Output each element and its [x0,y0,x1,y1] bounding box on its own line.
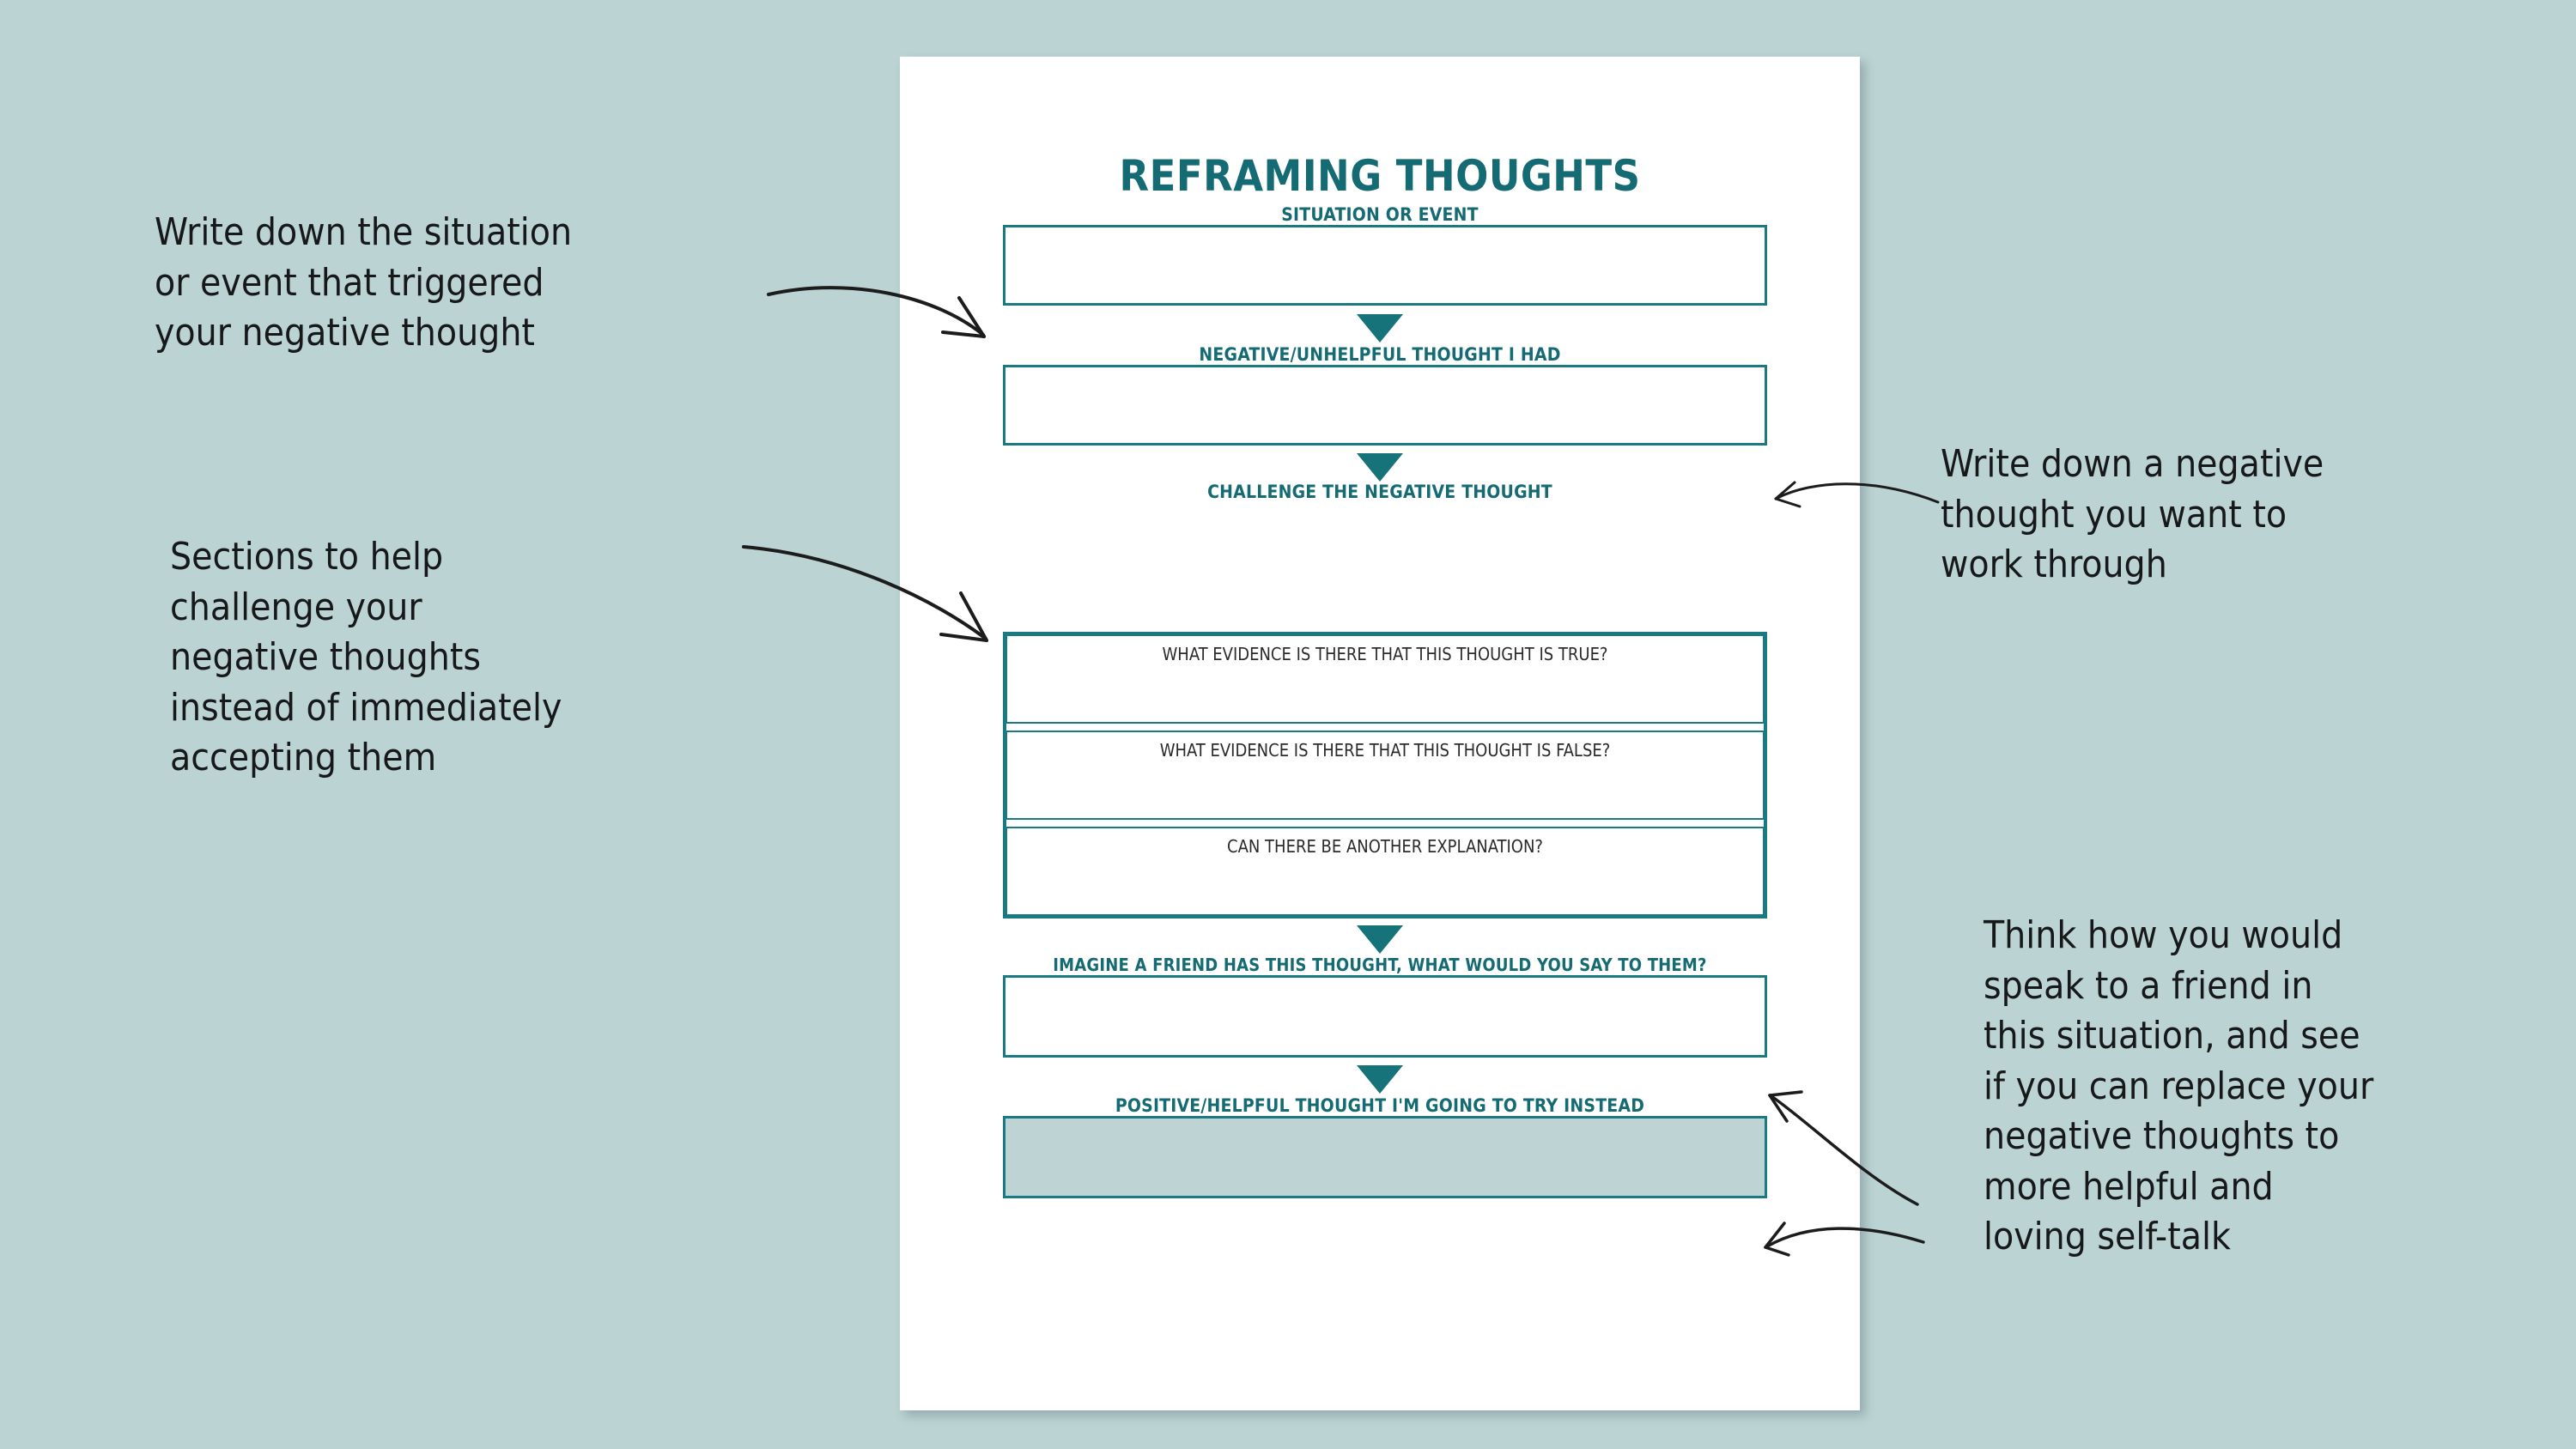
worksheet-page: REFRAMING THOUGHTS SITUATION OR EVENT NE… [900,57,1860,1410]
input-situation-or-event[interactable] [1003,225,1767,306]
connector-triangle-down-icon [1357,314,1403,343]
challenge-group: WHAT EVIDENCE IS THERE THAT THIS THOUGHT… [1003,632,1767,919]
input-positive-thought[interactable] [1003,1116,1767,1198]
input-another-explanation[interactable]: CAN THERE BE ANOTHER EXPLANATION? [1005,827,1765,916]
input-evidence-true[interactable]: WHAT EVIDENCE IS THERE THAT THIS THOUGHT… [1005,634,1765,724]
sub-label-another-explanation: CAN THERE BE ANOTHER EXPLANATION? [1227,836,1543,857]
annotation-friend-self-talk: Think how you would speak to a friend in… [1984,913,2374,1259]
section-label-situation-or-event: SITUATION OR EVENT [1281,204,1479,225]
section-label-challenge-negative-thought: CHALLENGE THE NEGATIVE THOUGHT [1207,482,1552,502]
page-title: REFRAMING THOUGHTS [1119,151,1641,201]
section-label-negative-thought: NEGATIVE/UNHELPFUL THOUGHT I HAD [1199,344,1561,365]
connector-triangle-down-icon [1357,1065,1403,1094]
connector-triangle-down-icon [1357,925,1403,954]
section-label-positive-thought: POSITIVE/HELPFUL THOUGHT I'M GOING TO TR… [1115,1095,1645,1116]
connector-triangle-down-icon [1357,453,1403,482]
annotation-negative-thought: Write down a negative thought you want t… [1941,442,2324,587]
section-label-imagine-a-friend: IMAGINE A FRIEND HAS THIS THOUGHT, WHAT … [1053,955,1707,975]
sub-label-evidence-false: WHAT EVIDENCE IS THERE THAT THIS THOUGHT… [1159,740,1611,761]
input-negative-thought[interactable] [1003,365,1767,446]
sub-label-evidence-true: WHAT EVIDENCE IS THERE THAT THIS THOUGHT… [1162,644,1608,664]
annotation-situation-or-event: Write down the situation or event that t… [155,210,573,355]
input-evidence-false[interactable]: WHAT EVIDENCE IS THERE THAT THIS THOUGHT… [1005,731,1765,820]
annotation-challenge-sections: Sections to help challenge your negative… [170,535,562,780]
input-imagine-a-friend[interactable] [1003,975,1767,1058]
